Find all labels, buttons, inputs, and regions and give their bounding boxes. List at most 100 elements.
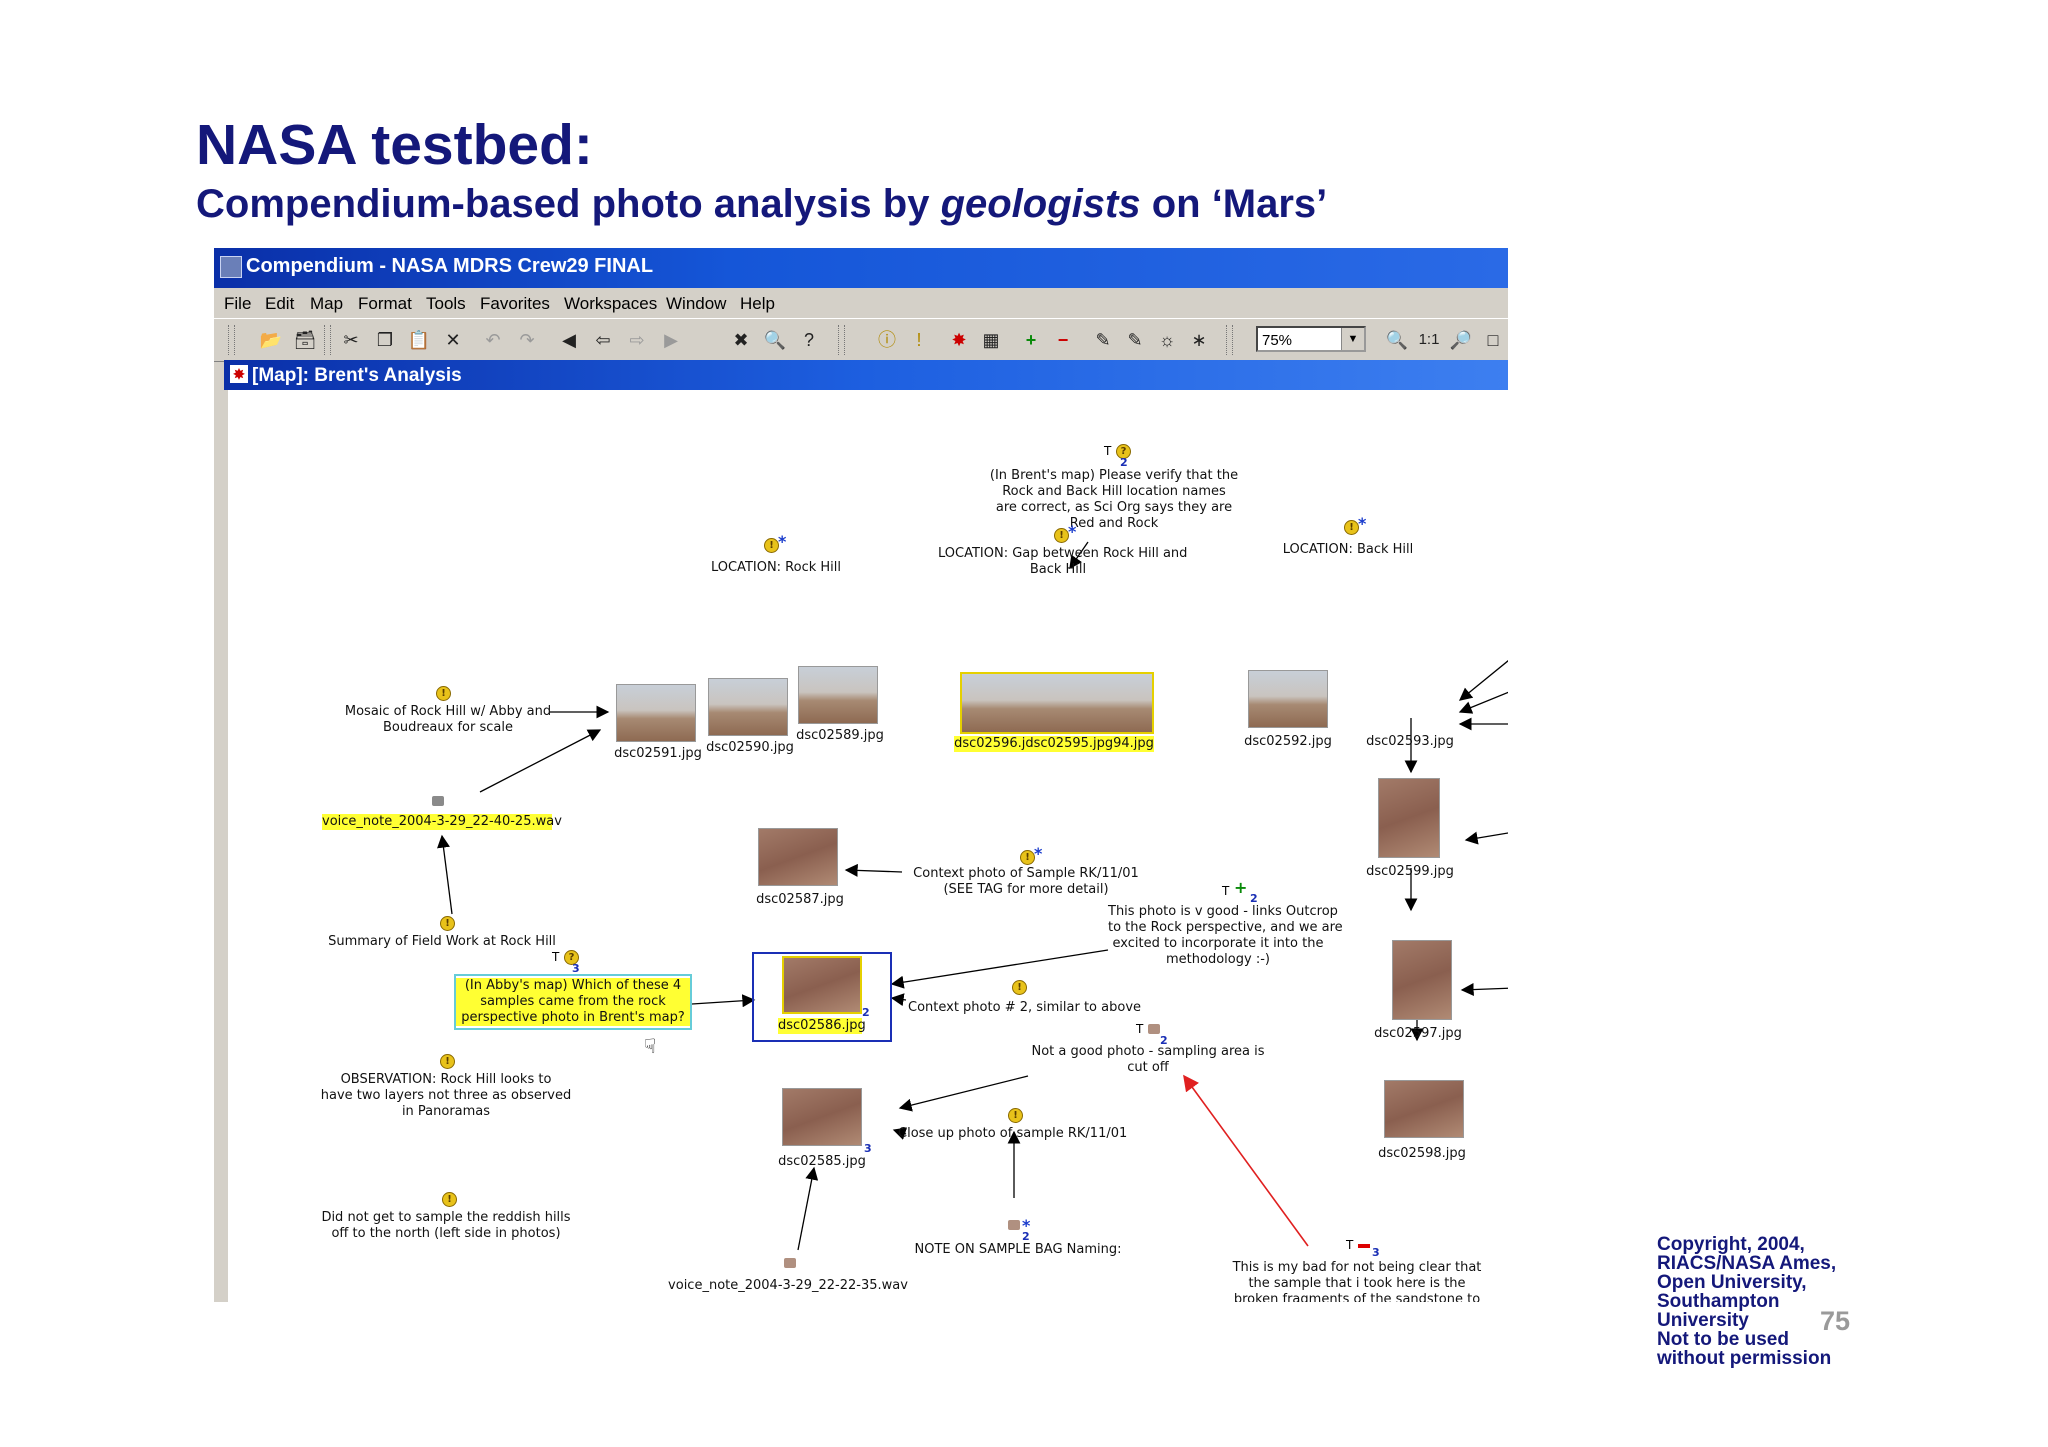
close-up-label[interactable]: Close up photo of sample RK/11/01 xyxy=(898,1126,1128,1141)
idea-node-icon[interactable]: ! xyxy=(440,1054,455,1069)
voice-note-label[interactable]: voice_note_2004-3-29_22-22-35.wav xyxy=(668,1278,908,1293)
photo-label[interactable]: dsc02591.jpg xyxy=(614,746,702,761)
photo-label[interactable]: dsc02597.jpg xyxy=(1374,1026,1462,1041)
photo-thumbnail[interactable] xyxy=(1378,778,1440,858)
help-pointer-icon[interactable]: ? xyxy=(803,330,814,350)
note-node-icon[interactable]: ☼ xyxy=(1158,330,1176,350)
summary-label[interactable]: Summary of Field Work at Rock Hill xyxy=(328,934,556,949)
reference-node-icon[interactable]: ✎ xyxy=(1095,330,1111,350)
context-photo-label[interactable]: Context photo of Sample RK/11/01(SEE TAG… xyxy=(913,866,1139,897)
toolbar-grip[interactable] xyxy=(228,325,235,355)
redo-icon[interactable]: ↷ xyxy=(519,330,535,350)
image-tool-icon[interactable]: ✖ xyxy=(733,330,749,350)
photo-thumbnail[interactable] xyxy=(1248,670,1328,728)
photo-thumbnail[interactable] xyxy=(616,684,696,742)
idea-node-icon[interactable]: ! xyxy=(440,916,455,931)
menu-tools[interactable]: Tools xyxy=(426,294,466,313)
chevron-down-icon[interactable]: ▼ xyxy=(1341,328,1364,350)
photo-thumbnail[interactable] xyxy=(708,678,788,736)
window-titlebar[interactable]: Compendium - NASA MDRS Crew29 FINAL xyxy=(214,248,1508,288)
menu-window[interactable]: Window xyxy=(666,294,727,313)
copy-icon[interactable]: ❐ xyxy=(376,330,394,350)
question-node-icon[interactable]: ? xyxy=(564,950,579,965)
search-icon[interactable]: 🔍 xyxy=(763,330,787,350)
context-photo-2-label[interactable]: Context photo # 2, similar to above xyxy=(908,1000,1142,1015)
photo-label[interactable]: dsc02589.jpg xyxy=(796,728,884,743)
idea-node-icon[interactable]: ! xyxy=(1020,850,1035,865)
pro-node-icon[interactable]: + xyxy=(1234,878,1248,897)
selected-node-frame[interactable] xyxy=(752,952,892,1042)
idea-node-icon[interactable]: ! xyxy=(442,1192,457,1207)
panorama-thumbnail[interactable] xyxy=(960,672,1154,734)
forward-icon[interactable]: ⇨ xyxy=(629,330,645,350)
reference-node-icon[interactable] xyxy=(1148,1024,1160,1034)
paste-icon[interactable]: 📋 xyxy=(407,330,431,350)
map-node-icon[interactable]: ✸ xyxy=(951,330,967,350)
photo-thumbnail[interactable] xyxy=(798,666,878,724)
photo-thumbnail[interactable] xyxy=(758,828,838,886)
panorama-label[interactable]: dsc02596.jdsc02595.jpg94.jpg xyxy=(954,736,1154,752)
photo-thumbnail[interactable] xyxy=(782,1088,862,1146)
zoom-in-icon[interactable]: 🔎 xyxy=(1449,330,1473,350)
photo-label[interactable]: dsc02585.jpg xyxy=(778,1154,866,1169)
decision-node-icon[interactable]: ✎ xyxy=(1127,330,1143,350)
photo-label[interactable]: dsc02587.jpg xyxy=(756,892,844,907)
photo-thumbnail[interactable] xyxy=(782,956,862,1014)
photo-label-selected[interactable]: dsc02586.jpg xyxy=(778,1018,866,1034)
photo-thumbnail[interactable] xyxy=(1392,940,1452,1020)
idea-node-icon[interactable]: ! xyxy=(1054,528,1069,543)
menu-help[interactable]: Help xyxy=(740,294,775,313)
map-view-titlebar[interactable]: ✸ [Map]: Brent's Analysis xyxy=(224,360,1508,390)
zoom-out-icon[interactable]: 🔍 xyxy=(1385,330,1409,350)
idea-node-icon[interactable]: ! xyxy=(1344,520,1359,535)
reference-node-icon[interactable] xyxy=(1008,1220,1020,1230)
photo-label[interactable]: dsc02599.jpg xyxy=(1366,864,1454,879)
zoom-actual-size-button[interactable]: 1:1 xyxy=(1418,331,1440,348)
back-icon[interactable]: ◀ xyxy=(562,330,576,350)
pro-node-icon[interactable]: + xyxy=(1025,330,1037,350)
argument-node-icon[interactable]: ∗ xyxy=(1191,330,1207,350)
menu-format[interactable]: Format xyxy=(358,294,412,313)
cut-icon[interactable]: ✂ xyxy=(343,330,359,350)
photo-label[interactable]: dsc02598.jpg xyxy=(1378,1146,1466,1161)
idea-node-icon[interactable]: ! xyxy=(916,330,922,350)
photo-label[interactable]: dsc02592.jpg xyxy=(1244,734,1332,749)
photo-thumbnail[interactable] xyxy=(1384,1080,1464,1138)
export-icon[interactable]: 🗃 xyxy=(293,330,317,350)
photo-label[interactable]: dsc02590.jpg xyxy=(706,740,794,755)
delete-icon[interactable]: ✕ xyxy=(445,330,461,350)
voice-note-label[interactable]: voice_note_2004-3-29_22-40-25.wav xyxy=(322,814,562,830)
location-rock-hill-label[interactable]: LOCATION: Rock Hill xyxy=(710,560,842,575)
question-node-icon[interactable]: ⓘ xyxy=(878,330,896,350)
map-canvas[interactable]: T ? 2 (In Brent's map) Please verify tha… xyxy=(224,390,1508,1302)
photo-label[interactable]: dsc02593.jpg xyxy=(1366,734,1454,749)
fit-page-icon[interactable]: □ xyxy=(1487,330,1499,350)
idea-node-icon[interactable]: ! xyxy=(436,686,451,701)
question-node-icon[interactable]: ? xyxy=(1116,444,1131,459)
idea-node-icon[interactable]: ! xyxy=(1012,980,1027,995)
list-node-icon[interactable]: ▦ xyxy=(982,330,1000,350)
menu-file[interactable]: File xyxy=(224,294,252,313)
history-back-icon[interactable]: ⇦ xyxy=(595,330,611,350)
zoom-select[interactable]: 75%▼ xyxy=(1256,326,1366,352)
history-forward-icon[interactable]: ▶ xyxy=(664,330,678,350)
location-back-hill-label[interactable]: LOCATION: Back Hill xyxy=(1282,542,1414,557)
open-icon[interactable]: 📂 xyxy=(259,330,283,350)
undo-icon[interactable]: ↶ xyxy=(485,330,501,350)
menu-favorites[interactable]: Favorites xyxy=(480,294,550,313)
con-node-icon[interactable] xyxy=(1358,1244,1370,1248)
idea-node-icon[interactable]: ! xyxy=(764,538,779,553)
sample-bag-note-label[interactable]: NOTE ON SAMPLE BAG Naming: xyxy=(914,1242,1122,1257)
menu-workspaces[interactable]: Workspaces xyxy=(564,294,658,313)
menu-edit[interactable]: Edit xyxy=(265,294,295,313)
con-node-icon[interactable]: − xyxy=(1057,330,1069,350)
